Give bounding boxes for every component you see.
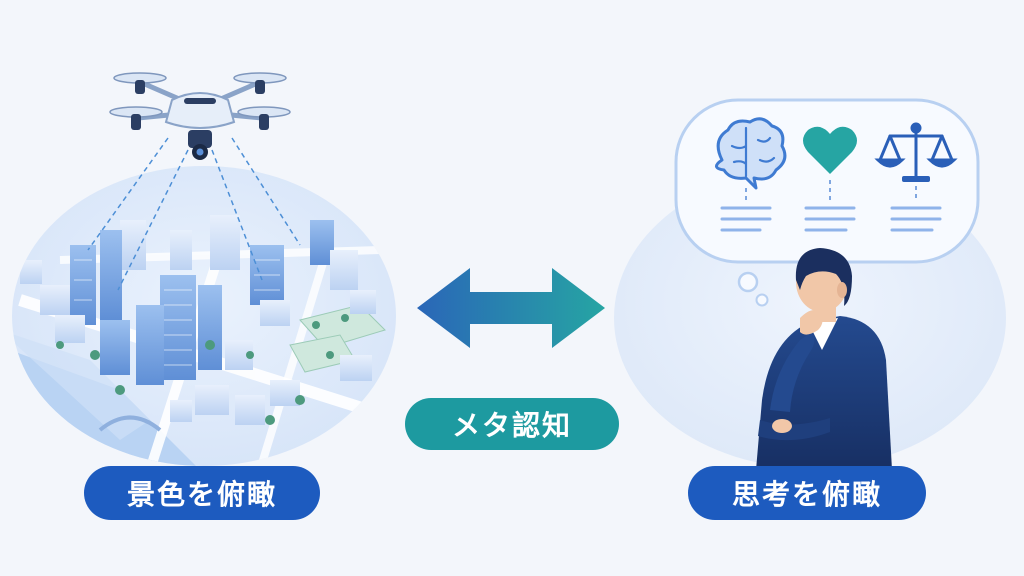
double-arrow-icon — [417, 268, 605, 348]
thinking-man-illustration — [756, 248, 892, 470]
city-scene — [12, 137, 396, 466]
label-landscape-overview: 景色を俯瞰 — [84, 466, 320, 520]
label-thought-overview: 思考を俯瞰 — [688, 466, 926, 520]
scale-icon — [874, 122, 958, 182]
heart-icon — [803, 126, 857, 174]
brain-icon — [715, 117, 787, 190]
drone-icon — [109, 72, 291, 160]
label-metacognition: メタ認知 — [405, 398, 619, 450]
thinking-scene — [614, 98, 1006, 470]
